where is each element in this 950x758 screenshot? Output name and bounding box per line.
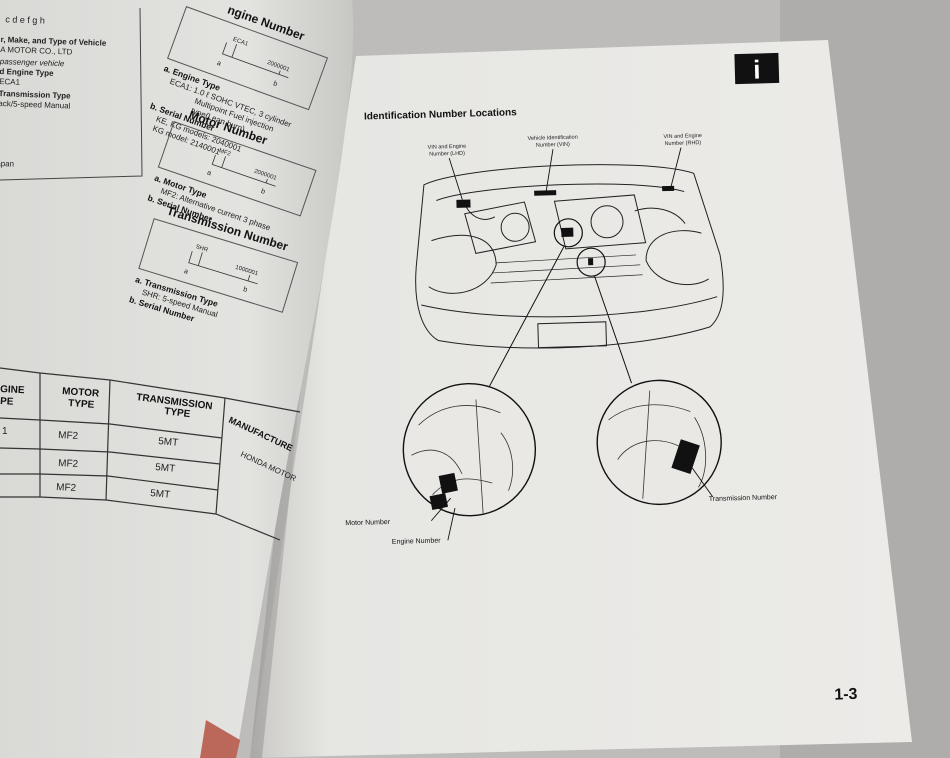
table-row-0-trans: 5MT (158, 436, 179, 449)
callout-vin-1: Vehicle Identification (528, 135, 578, 142)
callout-vin-engine-lhd-2: Number (LHD) (429, 151, 465, 158)
rhd-plate-marker (662, 185, 675, 192)
table-row-1-motor: MF2 (58, 458, 79, 470)
table-header-motor-2: TYPE (68, 398, 95, 411)
engine-letter-b: b (272, 80, 278, 88)
vin-fragment: c d e f g h r, Make, and Type of Vehicle… (0, 14, 107, 169)
motor-code-label: MF2 (218, 148, 232, 158)
engine-code-label: ECA1 (232, 37, 249, 48)
info-icon-glyph: i (753, 54, 761, 84)
vin-heading: r, Make, and Type of Vehicle (0, 35, 106, 48)
table-row-2-trans: 5MT (150, 488, 171, 501)
vin-vehicle: passenger vehicle (0, 57, 65, 68)
callout-vin-engine-lhd-1: VIN and Engine (428, 144, 467, 151)
vin-engine-code: ECA1 (0, 77, 21, 87)
table-header-motor-1: MOTOR (62, 386, 100, 400)
motor-letter-a: a (206, 169, 212, 177)
section-title: Identification Number Locations (364, 107, 517, 122)
label-transmission-number: Transmission Number (709, 494, 778, 503)
table-row-0-engine: 1 (2, 426, 8, 437)
detail-circle-transmission (596, 379, 722, 506)
table-row-0-motor: MF2 (58, 430, 79, 442)
engine-number-marker (561, 227, 574, 238)
trans-letter-a: a (183, 268, 189, 276)
callout-vin-2: Number (VIN) (536, 142, 570, 149)
vin-engine-heading: d Engine Type (0, 67, 54, 78)
trans-code-label: SHR (195, 244, 210, 254)
label-engine-number: Engine Number (392, 537, 441, 545)
vin-trans-value: ack/5-speed Manual (0, 99, 71, 111)
callout-vin-engine-rhd-1: VIN and Engine (663, 133, 702, 140)
car-illustration (415, 164, 724, 349)
table-header-engine-1: GINE (0, 384, 25, 396)
info-icon (734, 52, 780, 85)
motor-letter-b: b (260, 188, 266, 196)
vin-maker: A MOTOR CO., LTD (0, 45, 73, 57)
vin-trans-heading: Transmission Type (0, 89, 71, 101)
lhd-plate-marker (456, 199, 471, 208)
engine-letter-a: a (216, 60, 222, 68)
table-row-1-trans: 5MT (155, 462, 176, 475)
vin-origin: apan (0, 159, 14, 169)
callout-vin-engine-rhd-2: Number (RHD) (664, 140, 701, 147)
table-row-2-motor: MF2 (56, 482, 77, 494)
table-header-trans-2: TYPE (164, 406, 192, 420)
vin-plate-marker (534, 190, 557, 196)
right-page-content: i Identification Number Locations VIN an… (345, 52, 858, 704)
vin-code: c d e f g h (5, 14, 45, 25)
trans-letter-b: b (242, 286, 248, 294)
page-number: 1-3 (834, 686, 858, 704)
left-page (0, 0, 354, 758)
right-page (250, 40, 912, 758)
trans-number-marker (588, 258, 594, 266)
vin-box-border (0, 7, 143, 181)
detail-circle-engine (402, 382, 537, 517)
table-header-engine-2: PE (0, 396, 14, 408)
label-motor-number: Motor Number (345, 519, 391, 527)
